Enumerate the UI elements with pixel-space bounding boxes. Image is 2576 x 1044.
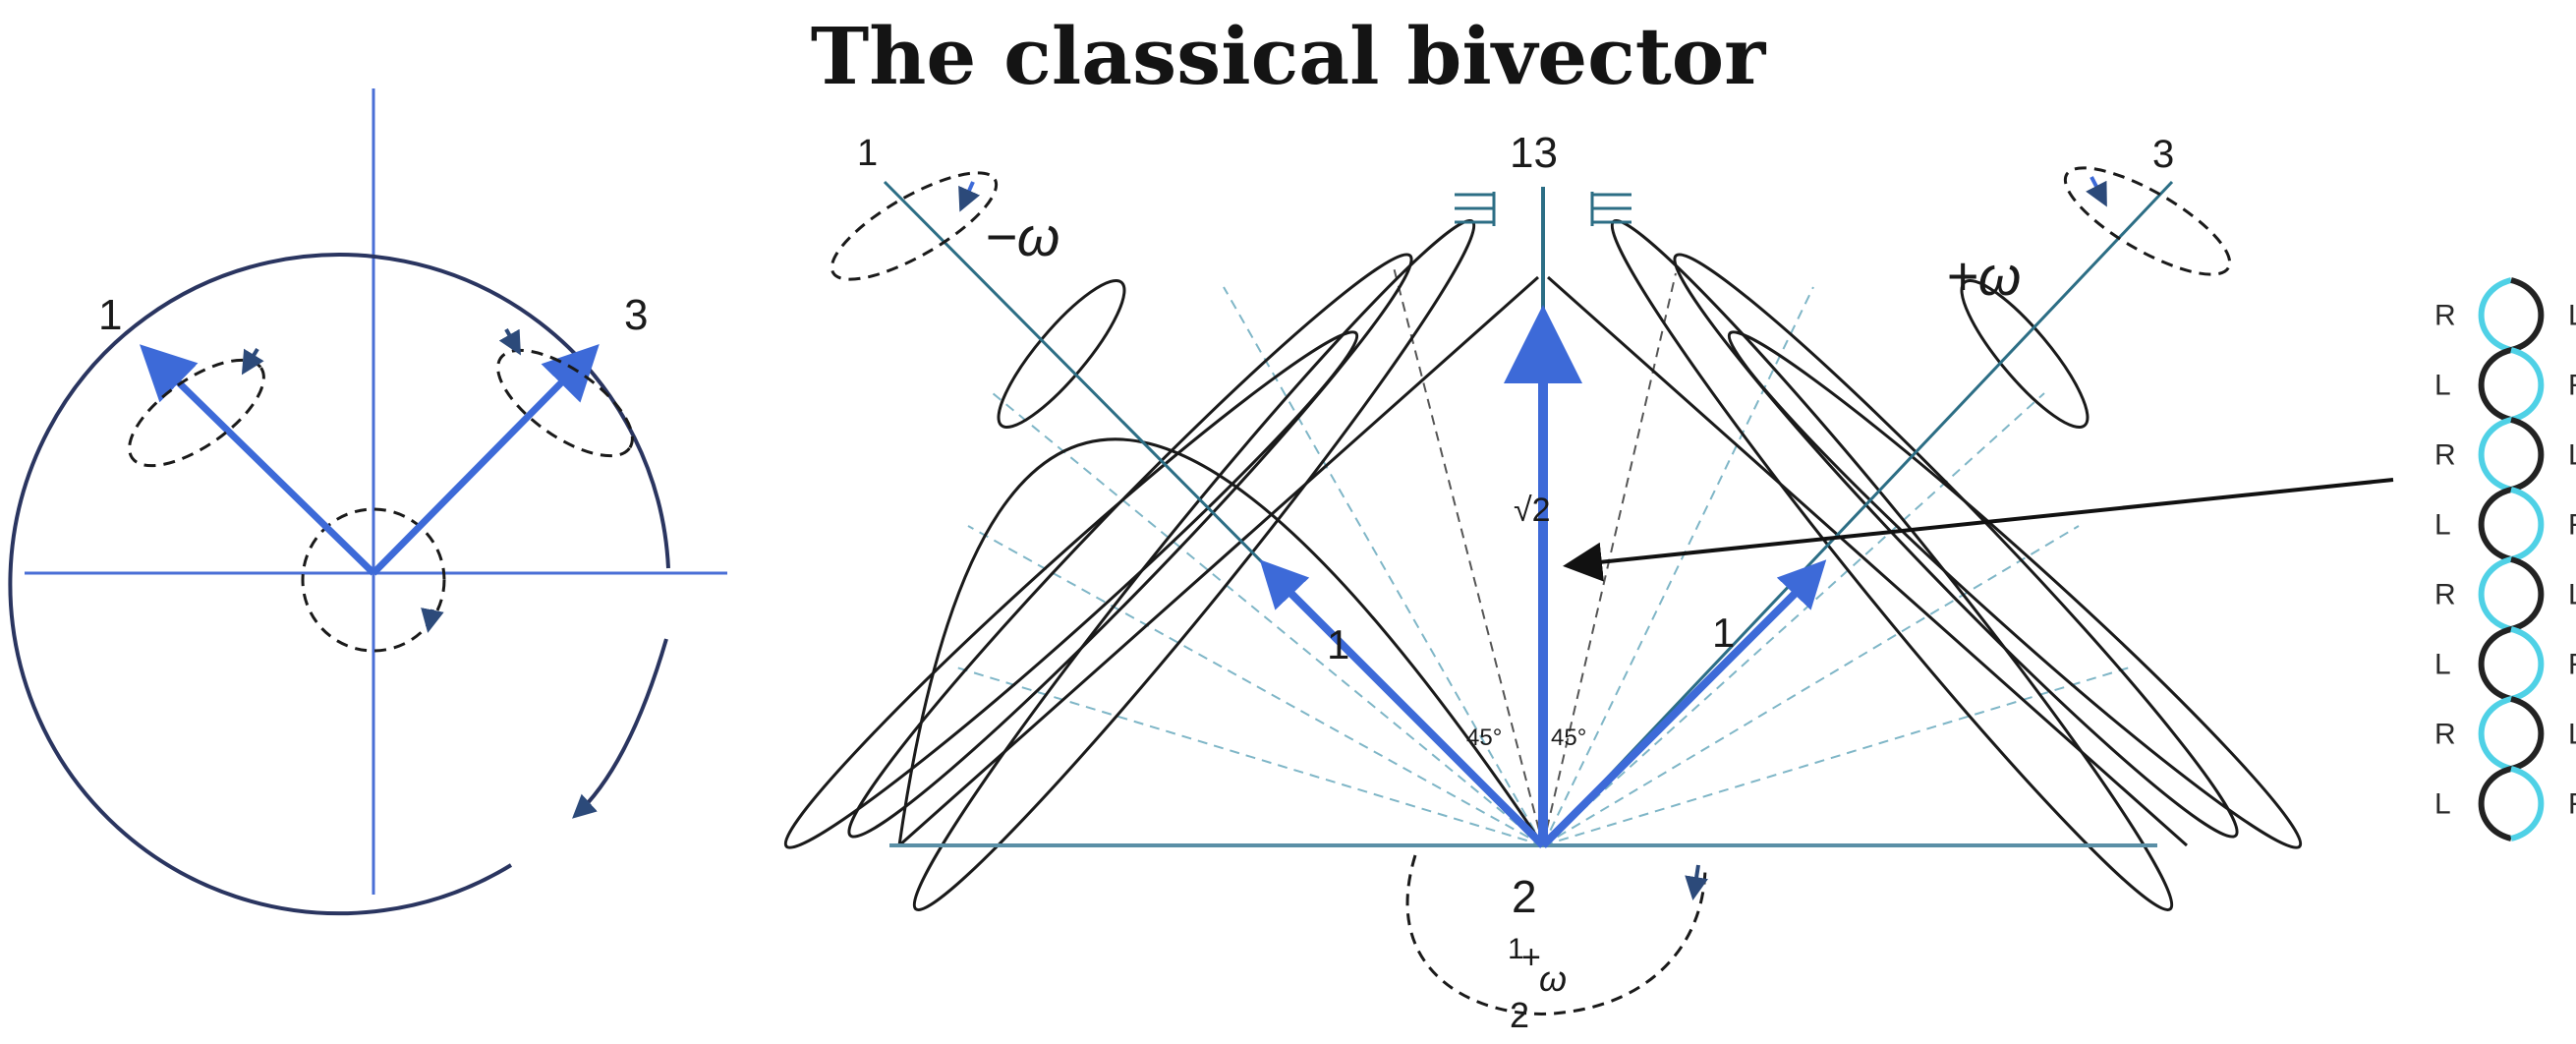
chain-label-left: R [2434, 579, 2456, 611]
left-label-1: 1 [98, 291, 122, 339]
spin-loop-plus [2063, 166, 2232, 276]
chain-label-left: R [2434, 300, 2456, 332]
chain-label-right: R [2568, 649, 2576, 681]
spin-loop-3 [496, 348, 634, 458]
chain-label-left: R [2434, 719, 2456, 751]
outer-circle-arc [8, 253, 670, 916]
chain-strand-left [2478, 626, 2512, 702]
unit-vector-3-arrow [1776, 559, 1827, 612]
unit-vector-1 [1275, 577, 1546, 848]
label-bottom-plus: + [1521, 939, 1541, 976]
chain-label-left: L [2434, 370, 2451, 402]
spin-loop-1 [128, 358, 265, 468]
chain-label-left: R [2434, 439, 2456, 472]
page-title: The classical bivector [810, 10, 1766, 102]
chain-label-left: L [2434, 509, 2451, 542]
label-plus-omega: +ω [1946, 245, 2021, 307]
spin-arrow-plus [2086, 176, 2107, 207]
unit-vector-3 [1540, 577, 1811, 848]
spin-arrow-minus [958, 181, 981, 212]
label-bottom-bar: 1 [1508, 933, 1524, 965]
label-minus-omega: −ω [985, 205, 1059, 267]
vector-1 [139, 344, 376, 576]
vector-3 [371, 344, 600, 576]
chain-strand-right [2510, 626, 2545, 702]
chain-strand-left [2478, 696, 2512, 772]
center-loop-arrow [421, 608, 444, 633]
chain-label-right: R [2568, 509, 2576, 542]
chain-label-right: L [2568, 579, 2576, 611]
left-label-3: 3 [624, 291, 648, 339]
label-angle-right: 45° [1551, 725, 1586, 751]
bottom-dashed-loop [1405, 854, 1707, 1015]
spin-loop-minus [830, 171, 999, 281]
chain-strand-right [2510, 487, 2545, 562]
chain-label-right: R [2568, 788, 2576, 821]
chain-strand-left [2478, 417, 2512, 493]
chain-strand-left [2478, 766, 2512, 841]
label-axis-1: 1 [857, 133, 878, 174]
chain-label-right: L [2568, 719, 2576, 751]
chain-strand-right [2510, 696, 2545, 772]
chain-strand-right [2510, 277, 2545, 353]
chain-label-right: L [2568, 300, 2576, 332]
chain-strand-right [2510, 417, 2545, 493]
label-origin-2: 2 [1512, 871, 1537, 922]
chain-label-right: L [2568, 439, 2576, 472]
chain-label-right: R [2568, 370, 2576, 402]
chain-strand-right [2510, 556, 2545, 632]
pointer-arrow [1563, 478, 2394, 582]
axis-3 [1541, 180, 2174, 847]
label-unit-1-left: 1 [1327, 621, 1349, 667]
label-bottom-den: 2 [1510, 995, 1529, 1035]
label-axis-13: 13 [1510, 129, 1558, 177]
helix-chain: R L L R R L L R R L L R R L L R [2434, 277, 2576, 841]
label-unit-1-right: 1 [1712, 609, 1735, 656]
cone-ellipses [783, 218, 2303, 912]
chain-strand-left [2478, 487, 2512, 562]
chain-strand-right [2510, 347, 2545, 423]
left-panel: 1 3 [8, 88, 727, 916]
spin-arrow-3 [498, 328, 521, 356]
chain-label-left: L [2434, 788, 2451, 821]
dashed-radials [952, 286, 2134, 846]
outer-circle-arrow [572, 638, 668, 819]
chain-strand-left [2478, 556, 2512, 632]
label-axis-3: 3 [2152, 133, 2174, 176]
main-panel: 1 13 3 −ω +ω √2 1 1 45° 45° 2 + 1 2 ω [783, 129, 2394, 1035]
cone-outline [898, 275, 2188, 847]
flag-marks [1455, 192, 1631, 226]
chain-strand-left [2478, 277, 2512, 353]
small-ellipses [997, 278, 2089, 430]
chain-label-left: L [2434, 649, 2451, 681]
label-sqrt2: √2 [1514, 492, 1551, 529]
left-ellipse-fan [897, 437, 1545, 846]
spin-arrow-1 [241, 347, 264, 376]
unit-vector-1-arrow [1259, 559, 1310, 612]
center-dashed-loop [301, 507, 446, 653]
label-bottom-omega: ω [1539, 958, 1567, 999]
chain-strand-left [2478, 347, 2512, 423]
bottom-loop-arrow [1685, 864, 1708, 900]
label-angle-left: 45° [1466, 725, 1502, 751]
chain-strand-right [2510, 766, 2545, 841]
